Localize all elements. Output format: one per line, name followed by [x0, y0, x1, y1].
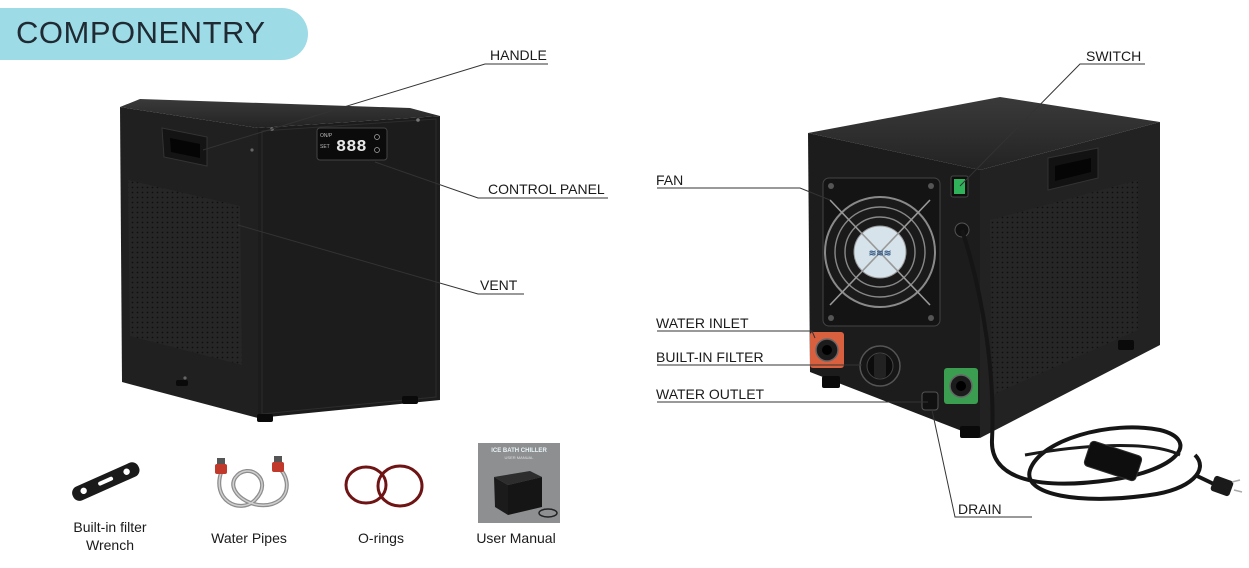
control-panel	[316, 127, 388, 161]
chiller-back-view: ≋≋≋	[808, 97, 1243, 501]
water-outlet	[944, 368, 978, 404]
header-banner	[0, 8, 308, 60]
callout-control-panel: CONTROL PANEL	[488, 181, 605, 197]
vent-grille	[128, 180, 242, 365]
svg-text:≋≋≋: ≋≋≋	[869, 248, 892, 258]
callout-water-inlet: WATER INLET	[656, 315, 749, 331]
fan: ≋≋≋	[822, 177, 941, 327]
drain	[921, 391, 939, 411]
accessory-pipes-label: Water Pipes	[211, 530, 287, 546]
callout-fan: FAN	[656, 172, 684, 188]
callout-vent: VENT	[480, 277, 518, 293]
svg-text:ON/P: ON/P	[320, 133, 333, 139]
built-in-filter	[859, 345, 901, 387]
accessory-wrench-line1: Built-in filter	[73, 519, 147, 535]
accessory-manual-label: User Manual	[476, 530, 556, 546]
switch	[950, 175, 969, 198]
page-title: COMPONENTRY	[16, 15, 266, 50]
accessory-wrench-label: Built-in filter Wrench	[60, 518, 160, 554]
callout-switch: SWITCH	[1086, 48, 1142, 64]
callout-water-outlet: WATER OUTLET	[656, 386, 765, 402]
accessory-wrench-line2: Wrench	[86, 537, 134, 553]
chiller-front-view: ON/P SET 888	[120, 99, 440, 422]
wrench-image	[72, 462, 140, 501]
callout-built-in-filter: BUILT-IN FILTER	[656, 349, 764, 365]
svg-text:SET: SET	[320, 144, 330, 150]
callout-handle: HANDLE	[490, 47, 547, 63]
accessory-orings-label: O-rings	[358, 530, 404, 546]
o-rings-image	[344, 464, 424, 508]
callout-drain: DRAIN	[958, 501, 1002, 517]
svg-text:888: 888	[336, 138, 367, 157]
user-manual-image: ICE BATH CHILLER USER MANUAL	[478, 443, 560, 523]
water-inlet	[810, 332, 844, 368]
water-pipes-image	[215, 456, 289, 508]
